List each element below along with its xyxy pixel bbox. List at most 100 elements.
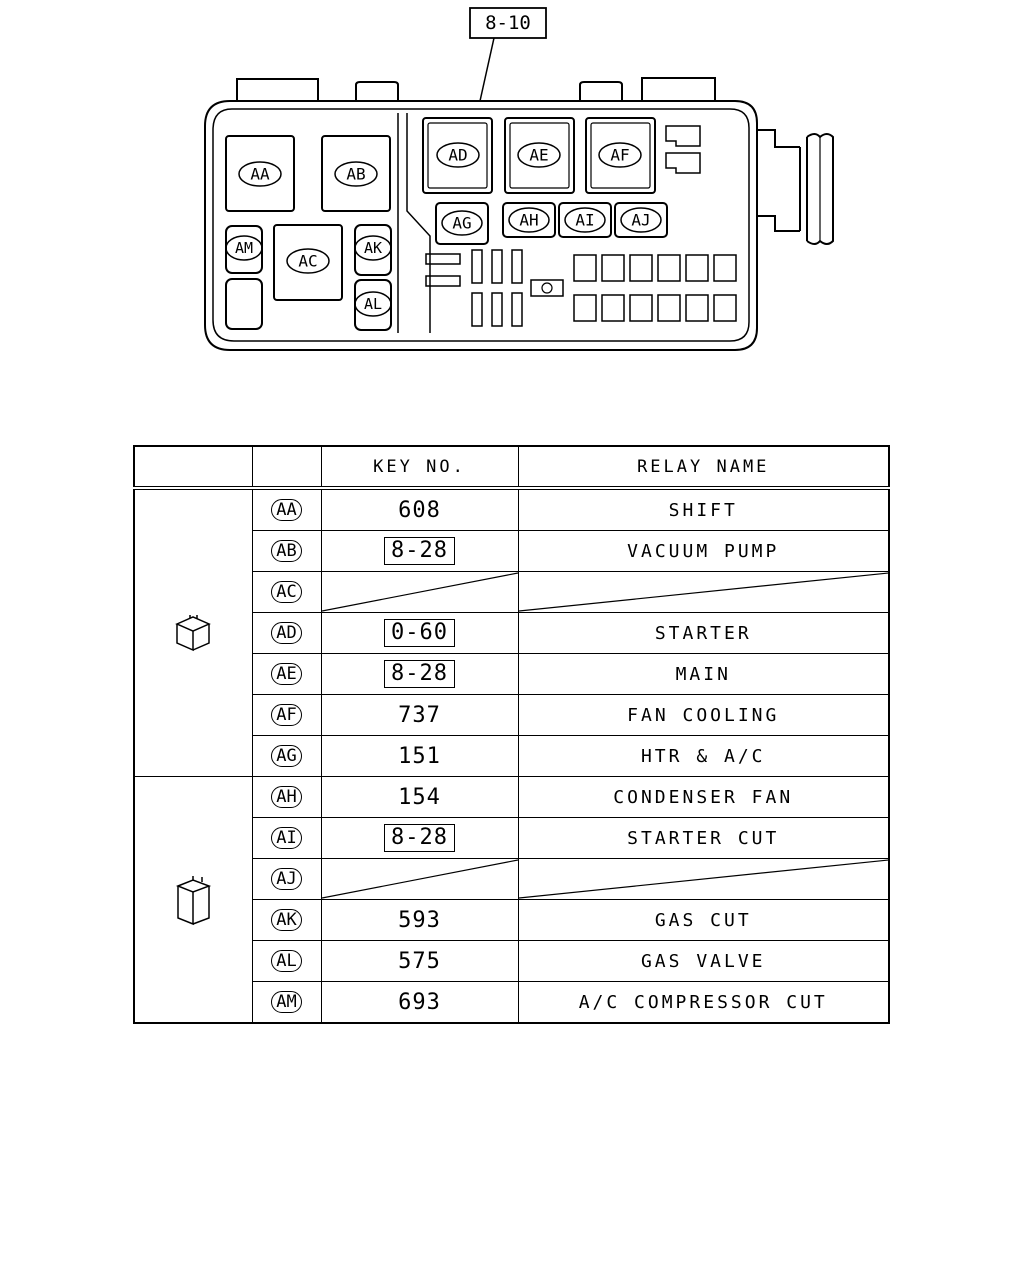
table-row: AH 154 CONDENSER FAN <box>133 776 890 1024</box>
key-no-value: 575 <box>398 948 441 974</box>
relay-name: HTR & A/C <box>640 745 766 767</box>
relay-type-cell <box>133 776 253 1024</box>
relay-name-cell: SHIFT <box>517 487 890 531</box>
relay-al-label: AL <box>364 295 382 313</box>
relay-name-cell: FAN COOLING <box>517 694 890 736</box>
table-row: AD 0-60 STARTER <box>134 612 890 654</box>
relay-name-cell: GAS CUT <box>517 899 890 941</box>
relay-code: AF <box>271 704 302 726</box>
relay-af-label: AF <box>610 146 629 165</box>
key-no-value: 154 <box>398 784 441 810</box>
relay-name: GAS VALVE <box>640 950 766 972</box>
relay-code: AA <box>271 499 302 521</box>
table-header-row: KEY NO. RELAY NAME <box>133 445 890 489</box>
key-no-cell: 0-60 <box>320 612 519 654</box>
table-row: AF 737 FAN COOLING <box>134 694 890 736</box>
relay-name-cell: STARTER CUT <box>517 817 890 859</box>
relay-name: STARTER CUT <box>627 827 780 849</box>
relay-code: AB <box>271 540 302 562</box>
relay-name: FAN COOLING <box>627 704 780 726</box>
header-key-no: KEY NO. <box>320 445 519 489</box>
header-code-col <box>251 445 322 489</box>
relay-name-cell <box>517 571 890 613</box>
relay-code-cell: AK <box>251 899 322 941</box>
relay-box-diagram: 8-10 AA AB AC AM AK AL AD AE AF AG AH AI… <box>204 7 834 351</box>
key-no-cell: 8-28 <box>320 530 519 572</box>
relay-ab-label: AB <box>346 165 365 184</box>
relay-am-label: AM <box>235 239 253 257</box>
relay-table: KEY NO. RELAY NAME AA 608 SHIFT AB 8-28 VACUU… <box>133 445 890 1024</box>
tall-relay-icon <box>135 874 252 926</box>
key-no-value: 608 <box>398 497 441 523</box>
relay-code-cell: AM <box>251 981 322 1024</box>
key-no-cell <box>320 858 519 900</box>
relay-code: AH <box>271 786 302 808</box>
relay-aa-label: AA <box>250 165 270 184</box>
relay-name-cell: CONDENSER FAN <box>517 776 890 818</box>
relay-name-cell: A/C COMPRESSOR CUT <box>517 981 890 1024</box>
relay-code-cell: AJ <box>251 858 322 900</box>
key-no-reference: 8-28 <box>384 660 455 688</box>
relay-code-cell: AI <box>251 817 322 859</box>
relay-code-cell: AB <box>251 530 322 572</box>
relay-code: AD <box>271 622 302 644</box>
relay-ad-label: AD <box>448 146 467 165</box>
table-row: AA 608 SHIFT <box>133 487 890 777</box>
relay-code: AK <box>271 909 302 931</box>
relay-ai-label: AI <box>575 211 594 230</box>
callout-label: 8-10 <box>485 12 531 34</box>
key-no-reference: 0-60 <box>384 619 455 647</box>
relay-name: VACUUM PUMP <box>627 540 780 562</box>
cube-relay-icon <box>135 613 252 653</box>
key-no-reference: 8-28 <box>384 824 455 852</box>
relay-code-cell: AD <box>251 612 322 654</box>
table-row: AB 8-28 VACUUM PUMP <box>134 530 890 572</box>
key-no-cell: 8-28 <box>320 653 519 695</box>
relay-ac-label: AC <box>298 252 317 271</box>
relay-name-cell: VACUUM PUMP <box>517 530 890 572</box>
key-no-value: 151 <box>398 743 441 769</box>
key-no-value: 693 <box>398 989 441 1015</box>
key-no-reference: 8-28 <box>384 537 455 565</box>
relay-code-cell: AH <box>251 776 322 818</box>
table-row: AC <box>134 571 890 613</box>
relay-name: A/C COMPRESSOR CUT <box>578 991 828 1013</box>
key-no-cell: 151 <box>320 735 519 777</box>
key-no-cell: 737 <box>320 694 519 736</box>
table-row: AE 8-28 MAIN <box>134 653 890 695</box>
relay-name: CONDENSER FAN <box>613 786 794 808</box>
table-row: AG 151 HTR & A/C <box>134 735 890 777</box>
table-row: AM 693 A/C COMPRESSOR CUT <box>134 981 890 1024</box>
header-relay-name: RELAY NAME <box>517 445 890 489</box>
key-no-cell: 8-28 <box>320 817 519 859</box>
key-no-cell: 608 <box>320 487 519 531</box>
relay-code-cell: AA <box>251 487 322 531</box>
relay-name: GAS CUT <box>654 909 752 931</box>
table-row: AJ <box>134 858 890 900</box>
relay-code-cell: AE <box>251 653 322 695</box>
key-no-value: 737 <box>398 702 441 728</box>
key-no-cell <box>320 571 519 613</box>
relay-aj-label: AJ <box>631 211 650 230</box>
relay-name: STARTER <box>654 622 752 644</box>
relay-code: AJ <box>271 868 302 890</box>
relay-ag-label: AG <box>452 214 471 233</box>
key-no-cell: 693 <box>320 981 519 1024</box>
relay-code-cell: AF <box>251 694 322 736</box>
relay-code-cell: AG <box>251 735 322 777</box>
relay-code: AG <box>271 745 302 767</box>
relay-type-cell <box>133 487 253 777</box>
relay-ah-label: AH <box>519 211 538 230</box>
relay-ae-label: AE <box>529 146 548 165</box>
key-no-cell: 575 <box>320 940 519 982</box>
relay-name: SHIFT <box>668 499 738 521</box>
relay-name: MAIN <box>675 663 731 685</box>
relay-code: AE <box>271 663 302 685</box>
relay-code: AI <box>271 827 302 849</box>
relay-ak-label: AK <box>364 239 382 257</box>
key-no-cell: 593 <box>320 899 519 941</box>
relay-code-cell: AC <box>251 571 322 613</box>
header-icon-col <box>133 445 253 489</box>
relay-name-cell: STARTER <box>517 612 890 654</box>
relay-name-cell <box>517 858 890 900</box>
